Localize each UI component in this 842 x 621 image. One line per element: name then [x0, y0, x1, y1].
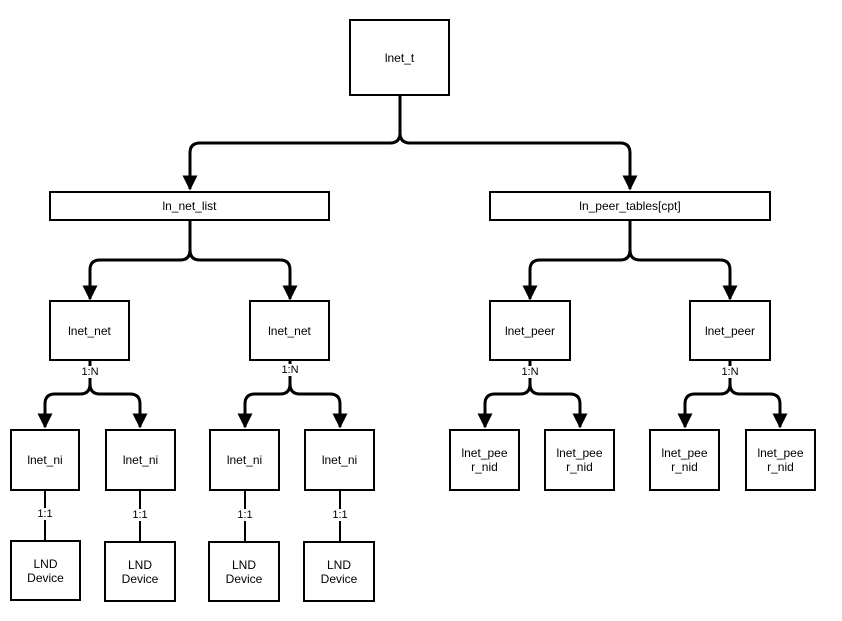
node-lnet-peer-nid-3: lnet_pee r_nid [649, 429, 720, 491]
node-lnet-peer-nid-1-line1: lnet_pee [461, 446, 508, 460]
node-lnet-peer-1-label: lnet_peer [504, 323, 556, 338]
node-lnet-net-2: lnet_net [249, 300, 330, 361]
node-lnd-device-4-line1: LND [326, 557, 351, 572]
cardinality-label-ni-1: 1:1 [36, 508, 54, 520]
node-lnet-t-label: lnet_t [384, 50, 415, 65]
node-lnd-device-4-line2: Device [320, 571, 358, 586]
node-lnd-device-3-line2: Device [225, 571, 263, 586]
node-lnet-peer-nid-2-line1: lnet_pee [556, 446, 603, 460]
edge-netlist-net-1 [82, 221, 192, 301]
cardinality-label-net-1: 1:N [80, 366, 100, 378]
node-lnet-net-1-label: lnet_net [68, 323, 111, 338]
node-lnd-device-3-line1: LND [231, 557, 256, 572]
node-lnet-ni-4: lnet_ni [304, 429, 375, 491]
node-lnet-ni-1: lnet_ni [10, 429, 80, 491]
edge-root-peertables [398, 132, 638, 191]
node-ln-peer-tables: ln_peer_tables[cpt] [489, 191, 771, 221]
node-ln-peer-tables-label: ln_peer_tables[cpt] [579, 199, 681, 213]
cardinality-label-peer-2: 1:N [720, 366, 740, 378]
node-lnd-device-2: LND Device [104, 541, 176, 602]
node-lnd-device-1: LND Device [10, 540, 81, 601]
cardinality-label-ni-4: 1:1 [331, 509, 349, 521]
node-lnet-peer-2-label: lnet_peer [704, 323, 756, 338]
cardinality-label-ni-2: 1:1 [131, 509, 149, 521]
node-lnet-ni-2: lnet_ni [105, 429, 176, 491]
cardinality-label-net-2: 1:N [280, 364, 300, 376]
node-lnet-peer-nid-4-line2: r_nid [767, 460, 794, 474]
node-lnet-peer-nid-2: lnet_pee r_nid [544, 429, 615, 491]
node-lnet-peer-2: lnet_peer [689, 300, 771, 361]
node-lnet-peer-1: lnet_peer [489, 300, 571, 361]
edge-root-netlist [182, 96, 402, 191]
node-lnet-peer-nid-4-line1: lnet_pee [757, 446, 804, 460]
node-lnet-peer-nid-4: lnet_pee r_nid [745, 429, 816, 491]
node-lnd-device-2-line2: Device [121, 571, 159, 586]
edge-net2-ni-4 [288, 383, 348, 429]
node-ln-net-list-label: ln_net_list [162, 199, 217, 213]
node-lnd-device-1-line1: LND [33, 556, 58, 571]
node-lnd-device-3: LND Device [208, 541, 280, 602]
node-lnet-ni-1-label: lnet_ni [27, 453, 63, 467]
edge-peer2-nid-4 [728, 383, 788, 429]
node-lnet-ni-2-label: lnet_ni [122, 453, 159, 467]
node-lnet-t: lnet_t [349, 19, 450, 96]
node-lnd-device-2-line1: LND [127, 557, 152, 572]
edge-netlist-net-2 [188, 249, 298, 301]
edge-net1-ni-2 [88, 383, 148, 429]
node-lnd-device-1-line2: Device [27, 570, 64, 585]
node-lnd-device-4: LND Device [303, 541, 375, 602]
node-lnet-peer-nid-1-line2: r_nid [471, 460, 498, 474]
node-lnet-ni-3: lnet_ni [209, 429, 280, 491]
edge-peertables-peer-2 [628, 249, 738, 301]
node-lnet-net-2-label: lnet_net [268, 323, 311, 338]
cardinality-label-ni-3: 1:1 [236, 509, 254, 521]
node-lnet-ni-3-label: lnet_ni [226, 453, 263, 467]
node-lnet-peer-nid-3-line2: r_nid [671, 460, 698, 474]
node-lnet-peer-nid-3-line1: lnet_pee [661, 446, 708, 460]
edge-peer1-nid-2 [528, 383, 588, 429]
cardinality-label-peer-1: 1:N [520, 366, 540, 378]
node-lnet-ni-4-label: lnet_ni [321, 453, 358, 467]
edge-peertables-peer-1 [522, 221, 632, 301]
node-lnet-net-1: lnet_net [49, 300, 130, 361]
node-lnet-peer-nid-1: lnet_pee r_nid [449, 429, 520, 491]
node-lnet-peer-nid-2-line2: r_nid [566, 460, 593, 474]
node-ln-net-list: ln_net_list [49, 191, 330, 221]
